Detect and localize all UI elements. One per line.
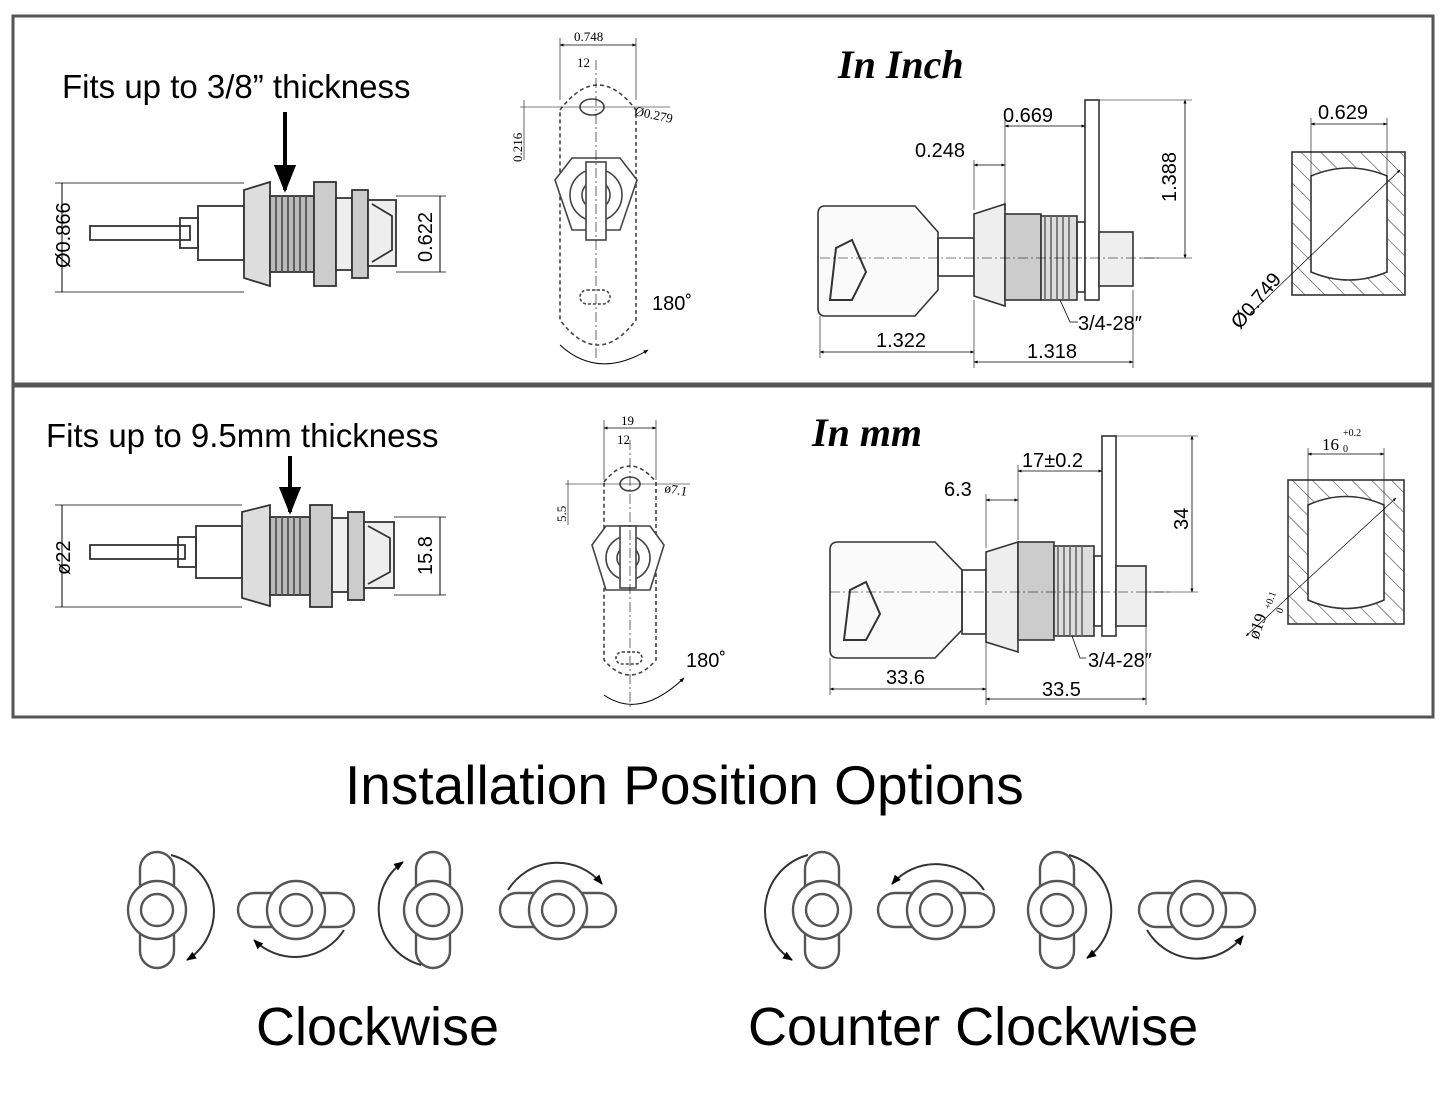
inch-dim-0669: 0.669 bbox=[1003, 105, 1053, 127]
mm-hole-dia: ø7.1 bbox=[663, 480, 688, 499]
inch-hole-offset: 0.216 bbox=[510, 132, 525, 162]
clockwise-options bbox=[126, 850, 618, 970]
mm-cutout-dia-tol-low: 0 bbox=[1274, 607, 1286, 615]
key-icon bbox=[829, 541, 963, 659]
inch-thread: 3/4-28″ bbox=[1078, 313, 1142, 335]
inch-assembly bbox=[817, 99, 1192, 368]
counter-clockwise-options bbox=[764, 850, 1257, 970]
mm-dim-63: 6.3 bbox=[944, 479, 972, 501]
cam-lock-icon bbox=[498, 861, 618, 941]
inch-side-view bbox=[55, 180, 446, 293]
mm-cam-view bbox=[565, 420, 690, 710]
mm-cam-inner: 12 bbox=[617, 432, 630, 447]
mm-header: In mm bbox=[811, 410, 922, 455]
mm-dim-336: 33.6 bbox=[886, 667, 925, 689]
inch-dim-0248: 0.248 bbox=[915, 140, 965, 162]
mm-nut-height: 15.8 bbox=[415, 536, 437, 575]
mm-cutout bbox=[1245, 448, 1405, 637]
cam-lock-icon bbox=[236, 879, 356, 958]
inch-rotation-label: 180˚ bbox=[652, 293, 692, 315]
inch-cutout-dia: Ø0.749 bbox=[1227, 269, 1286, 333]
mm-dim-34: 34 bbox=[1171, 508, 1193, 530]
mm-dim-17: 17±0.2 bbox=[1022, 450, 1083, 472]
mm-cutout-width: 16 bbox=[1322, 435, 1339, 454]
inch-thickness-note: Fits up to 3/8” thickness bbox=[62, 68, 410, 105]
inch-cam-inner: 12 bbox=[577, 55, 590, 70]
inch-dim-1388: 1.388 bbox=[1159, 152, 1181, 202]
rotation-arrow-icon bbox=[764, 854, 809, 961]
rotation-arrow-icon bbox=[253, 929, 345, 958]
mm-thickness-note: Fits up to 9.5mm thickness bbox=[46, 417, 438, 454]
mm-cutout-dia: ø19 bbox=[1244, 611, 1271, 641]
inch-cam-width: 0.748 bbox=[574, 29, 603, 44]
cam-lock-icon bbox=[377, 850, 464, 970]
inch-cutout-width: 0.629 bbox=[1318, 102, 1368, 124]
cam-lock-icon bbox=[1026, 850, 1113, 970]
rotation-arrow-icon bbox=[507, 861, 603, 891]
rotation-arrow-icon bbox=[891, 863, 985, 891]
inch-cutout bbox=[1249, 118, 1406, 315]
counter-clockwise-label: Counter Clockwise bbox=[748, 997, 1198, 1057]
cam-lock-icon bbox=[764, 850, 853, 970]
mm-side-view bbox=[55, 503, 446, 608]
mm-hole-offset: 5.5 bbox=[554, 506, 569, 522]
inch-nut-height: 0.622 bbox=[415, 212, 437, 262]
mm-cutout-width-tol: +0.2 bbox=[1343, 428, 1361, 439]
inch-panel-frame bbox=[11, 14, 1435, 386]
rotation-arrow-icon bbox=[1146, 929, 1244, 960]
inch-dim-1322: 1.322 bbox=[876, 330, 926, 352]
mm-cam-width: 19 bbox=[621, 413, 634, 428]
mm-cutout-width-tol-low: 0 bbox=[1343, 444, 1348, 455]
mm-dim-335: 33.5 bbox=[1042, 679, 1081, 701]
cam-lock-icon bbox=[876, 863, 996, 941]
cam-lock-icon bbox=[126, 850, 215, 970]
inch-dim-1318: 1.318 bbox=[1027, 341, 1077, 363]
mm-rotation-label: 180˚ bbox=[686, 650, 726, 672]
cam-lock-icon bbox=[1137, 879, 1257, 960]
inch-cam-view bbox=[520, 38, 670, 365]
rotation-arrow-icon bbox=[170, 854, 215, 961]
mm-assembly bbox=[829, 435, 1198, 705]
key-icon bbox=[817, 205, 939, 317]
mm-thread: 3/4-28″ bbox=[1088, 650, 1152, 672]
rotation-arrow-icon bbox=[1068, 854, 1113, 959]
clockwise-label: Clockwise bbox=[256, 997, 499, 1057]
mm-body-diameter: ø22 bbox=[53, 541, 75, 575]
rotation-arrow-icon bbox=[377, 861, 422, 966]
inch-body-diameter: Ø0.866 bbox=[53, 202, 75, 268]
mm-panel-frame bbox=[11, 384, 1435, 719]
inch-header: In Inch bbox=[837, 42, 964, 87]
installation-title: Installation Position Options bbox=[345, 754, 1024, 816]
inch-hole-dia: Ø0.279 bbox=[633, 103, 674, 126]
